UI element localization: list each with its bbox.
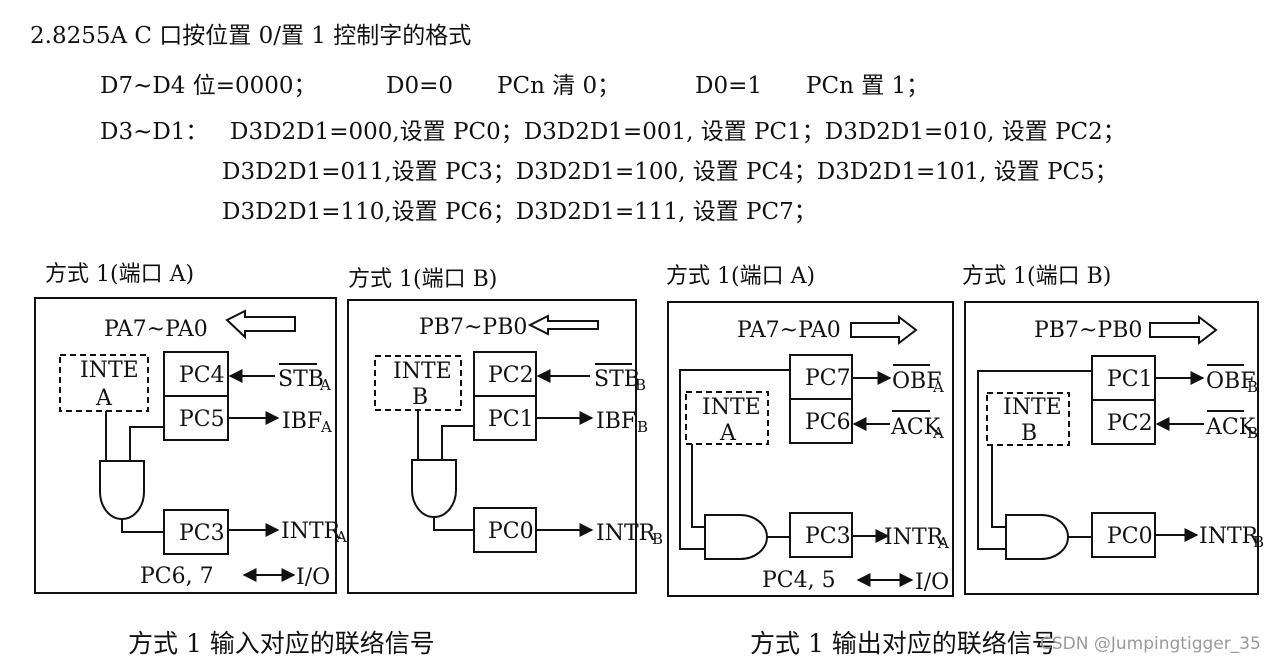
wire-obf-to-gate — [679, 369, 790, 550]
signal-name: IBF — [282, 409, 322, 434]
caption-output: 方式 1 输出对应的联络信号 — [750, 629, 1057, 658]
diagram-title: 方式 1(端口 B) — [348, 267, 497, 292]
and-gate — [1005, 514, 1069, 560]
inte-label: INTE — [80, 358, 139, 383]
d7-d4-text: D7~D4 位=0000； — [100, 73, 317, 99]
signal-subscript: B — [1253, 533, 1264, 551]
signal-subscript: A — [319, 376, 331, 394]
signal-subscript: B — [652, 530, 663, 548]
chip-outline — [34, 297, 337, 594]
wire-inte-to-gate — [991, 445, 1006, 528]
signal-subscript: B — [1247, 378, 1258, 396]
pcn-set-text: PCn 置 1； — [806, 73, 930, 99]
inte-port: A — [719, 421, 737, 446]
pin-label: PC1 — [1107, 367, 1153, 392]
data-bus-label: PA7~PA0 — [104, 317, 208, 342]
signal-name: INTR — [884, 525, 945, 550]
signal-name: INTR — [1199, 524, 1260, 549]
d3-d1-label: D3~D1： — [100, 119, 209, 145]
signal-name: INTR — [281, 519, 342, 544]
pin-label: PC4 — [179, 363, 225, 388]
diagram-title: 方式 1(端口 A) — [45, 262, 194, 287]
inte-label: INTE — [1003, 395, 1062, 420]
io-label: I/O — [915, 570, 949, 595]
diagram-input-port-a: 方式 1(端口 A) PA7~PA0 INTE A PC4 PC5 PC3 ST… — [34, 262, 347, 594]
pin-box — [1091, 399, 1156, 445]
pin-label: PC3 — [179, 521, 225, 546]
chip-outline — [667, 301, 954, 597]
data-bus-label: PB7~PB0 — [419, 315, 527, 340]
io-pins-label: PC4, 5 — [762, 568, 836, 593]
signal-subscript: B — [637, 418, 648, 436]
diagram-output-port-b: 方式 1(端口 B) PB7~PB0 PC1 PC2 PC0 INTE B OB… — [962, 264, 1264, 595]
d0-0-text: D0=0 — [386, 73, 453, 99]
inte-port: B — [412, 385, 428, 410]
signal-subscript: A — [932, 378, 944, 396]
chip-outline — [964, 301, 1259, 595]
and-gate — [99, 460, 145, 520]
signal-name: INTR — [596, 521, 657, 546]
wire-pc1-to-gate — [441, 425, 474, 460]
signal-subscript: A — [320, 418, 332, 436]
signal-name: ACK — [1205, 415, 1256, 440]
diagram-title: 方式 1(端口 B) — [962, 264, 1111, 289]
signal-subscript: B — [1247, 424, 1258, 442]
signal-name: STB — [594, 367, 640, 392]
heading: 2.8255A C 口按位置 0/置 1 控制字的格式 — [30, 23, 472, 49]
wire-inte-to-gate — [691, 444, 705, 528]
data-bus-label: PA7~PA0 — [737, 318, 841, 343]
wire-pc5-to-gate — [129, 426, 164, 461]
bus-input-arrow — [527, 314, 599, 336]
caption-input: 方式 1 输入对应的联络信号 — [128, 629, 435, 658]
inte-flipflop — [59, 354, 149, 412]
inte-port: B — [1021, 421, 1037, 446]
pin-label: PC5 — [179, 407, 225, 432]
inte-port: A — [95, 386, 113, 411]
inte-flipflop — [986, 392, 1070, 446]
signal-name: OBF — [1206, 369, 1255, 394]
diagram-output-port-a: 方式 1(端口 A) PA7~PA0 PC7 PC6 PC3 INTE A OB… — [666, 264, 954, 597]
pin-label: PC2 — [1107, 411, 1153, 436]
and-gate — [411, 459, 457, 518]
pin-label: PC3 — [805, 524, 851, 549]
pin-box — [789, 398, 853, 444]
signal-name: IBF — [596, 409, 636, 434]
wire-gate-to-pc0 — [433, 517, 474, 531]
d3d1-row-1: D3D2D1=000,设置 PC0；D3D2D1=001, 设置 PC1；D3D… — [230, 119, 1126, 145]
signal-name: ACK — [890, 415, 941, 440]
signal-name: STB — [278, 367, 324, 392]
bus-output-arrow — [850, 314, 918, 346]
diagram-title: 方式 1(端口 A) — [666, 264, 815, 289]
d0-1-text: D0=1 — [695, 73, 762, 99]
signal-subscript: A — [937, 534, 949, 552]
io-label: I/O — [296, 565, 330, 590]
pin-label: PC0 — [1107, 524, 1153, 549]
pin-label: PC0 — [488, 519, 534, 544]
signal-subscript: A — [932, 424, 944, 442]
inte-label: INTE — [702, 395, 761, 420]
signal-subscript: A — [335, 528, 347, 546]
inte-flipflop — [685, 391, 769, 445]
bus-output-arrow — [1149, 314, 1218, 346]
wire-obf-to-gate — [977, 370, 1092, 550]
signal-name: OBF — [892, 369, 941, 394]
pin-label: PC7 — [805, 366, 851, 391]
bus-input-arrow — [225, 309, 296, 340]
diagram-input-port-b: 方式 1(端口 B) PB7~PB0 INTE B PC2 PC1 PC0 ST… — [347, 267, 663, 594]
d3d1-row-3: D3D2D1=110,设置 PC6；D3D2D1=111, 设置 PC7； — [222, 199, 817, 225]
wire-gate-to-pc3 — [121, 519, 164, 533]
pin-label: PC6 — [805, 410, 851, 435]
watermark: CSDN @Jumpingtigger_35 — [1040, 634, 1261, 654]
pin-label: PC1 — [488, 407, 534, 432]
inte-label: INTE — [393, 359, 452, 384]
signal-subscript: B — [635, 376, 646, 394]
data-bus-label: PB7~PB0 — [1034, 318, 1142, 343]
chip-outline — [347, 299, 637, 594]
io-pins-label: PC6, 7 — [140, 564, 214, 589]
d3d1-row-2: D3D2D1=011,设置 PC3；D3D2D1=100, 设置 PC4；D3D… — [222, 159, 1118, 185]
pin-label: PC2 — [488, 363, 534, 388]
and-gate — [704, 514, 768, 560]
pcn-clear-text: PCn 清 0； — [497, 73, 621, 99]
